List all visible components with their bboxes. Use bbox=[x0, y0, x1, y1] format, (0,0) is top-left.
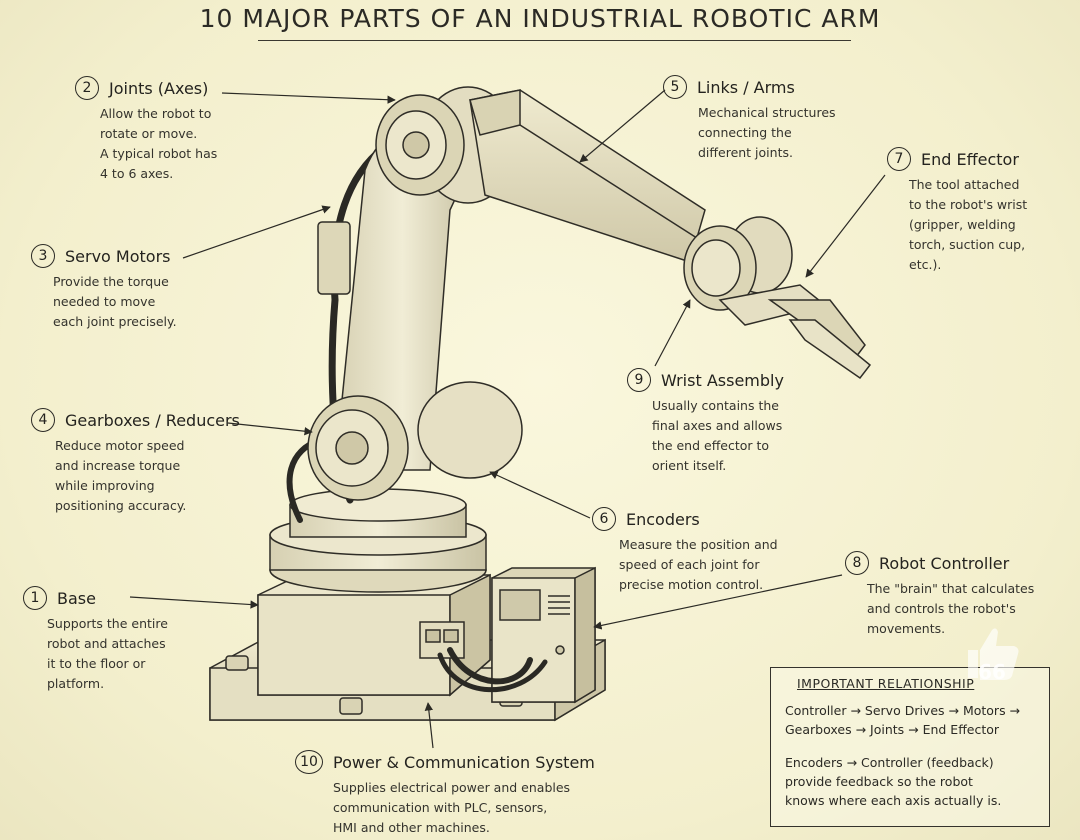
callout-description: Provide the torque needed to move each j… bbox=[53, 274, 177, 329]
callout-wrist-assembly: 9 Wrist Assembly Usually contains the fin… bbox=[627, 368, 784, 476]
important-relationships-box: IMPORTANT RELATIONSHIP Controller → Serv… bbox=[770, 667, 1050, 827]
callout-number: 4 bbox=[31, 408, 55, 432]
callout-servo-motors: 3 Servo Motors Provide the torque needed … bbox=[31, 244, 177, 332]
callout-end-effector: 7 End Effector The tool attached to the r… bbox=[887, 147, 1027, 275]
callout-title: End Effector bbox=[921, 149, 1019, 169]
feedback-line: Encoders → Controller (feedback) bbox=[785, 755, 994, 770]
title-underline bbox=[258, 40, 851, 41]
callout-joints: 2 Joints (Axes) Allow the robot to rotate… bbox=[75, 76, 217, 184]
callout-links: 5 Links / Arms Mechanical structures conn… bbox=[663, 75, 836, 163]
end-effector-gripper bbox=[718, 284, 872, 380]
callout-number: 1 bbox=[23, 586, 47, 610]
relationships-title: IMPORTANT RELATIONSHIP bbox=[797, 676, 975, 691]
callout-robot-controller: 8 Robot Controller The "brain" that calcu… bbox=[845, 551, 1034, 639]
relationship-line: Controller → Servo Drives → Motors → bbox=[785, 703, 1021, 718]
robot-controller-cabinet bbox=[491, 566, 596, 704]
callout-base: 1 Base Supports the entire robot and atta… bbox=[23, 586, 168, 694]
callout-number: 8 bbox=[845, 551, 869, 575]
thumbs-up-icon bbox=[968, 628, 1019, 680]
relationship-line: Gearboxes → Joints → End Effector bbox=[785, 722, 1000, 737]
feedback-line: provide feedback so the robot bbox=[785, 774, 973, 789]
callout-description: Reduce motor speed and increase torque w… bbox=[55, 438, 187, 513]
callout-number: 6 bbox=[592, 507, 616, 531]
callout-title: Robot Controller bbox=[879, 553, 1010, 573]
callout-encoders: 6 Encoders Measure the position and speed… bbox=[592, 507, 778, 595]
callout-description: Supports the entire robot and attaches i… bbox=[47, 616, 168, 691]
callout-description: Allow the robot to rotate or move. A typ… bbox=[100, 106, 218, 181]
feedback-line: knows where each axis actually is. bbox=[785, 793, 1002, 808]
callout-number: 9 bbox=[627, 368, 651, 392]
callout-description: Supplies electrical power and enables co… bbox=[333, 780, 571, 835]
callout-number: 10 bbox=[295, 750, 323, 774]
callout-gearboxes: 4 Gearboxes / Reducers Reduce motor speed… bbox=[31, 408, 240, 516]
callout-title: Gearboxes / Reducers bbox=[65, 410, 240, 430]
callout-title: Base bbox=[57, 588, 96, 608]
turntable bbox=[269, 488, 487, 593]
callout-description: The tool attached to the robot's wrist (… bbox=[909, 177, 1028, 272]
callout-description: Measure the position and speed of each j… bbox=[619, 537, 778, 592]
callout-title: Power & Communication System bbox=[333, 752, 595, 772]
callout-title: Wrist Assembly bbox=[661, 370, 784, 390]
callout-description: Usually contains the final axes and allo… bbox=[652, 398, 783, 473]
callout-description: The "brain" that calculates and controls… bbox=[867, 581, 1035, 636]
callout-title: Links / Arms bbox=[697, 77, 795, 97]
callout-title: Encoders bbox=[626, 509, 700, 529]
callout-title: Servo Motors bbox=[65, 246, 171, 266]
wrist-assembly-joint bbox=[683, 216, 793, 311]
callout-description: Mechanical structures connecting the dif… bbox=[698, 105, 836, 160]
leader-lines bbox=[129, 89, 886, 749]
callout-number: 7 bbox=[887, 147, 911, 171]
like-count: 66 bbox=[978, 660, 1006, 684]
callout-power-communication: 10 Power & Communication System Supplies … bbox=[295, 750, 595, 838]
callout-number: 3 bbox=[31, 244, 55, 268]
lower-joint-gearbox bbox=[307, 381, 523, 501]
diagram-title: 10 MAJOR PARTS OF AN INDUSTRIAL ROBOTIC … bbox=[199, 4, 881, 33]
callout-title: Joints (Axes) bbox=[109, 78, 209, 98]
like-reaction-overlay[interactable]: 66 bbox=[962, 620, 1022, 686]
callout-number: 2 bbox=[75, 76, 99, 100]
callout-number: 5 bbox=[663, 75, 687, 99]
power-connector-box bbox=[419, 621, 465, 659]
